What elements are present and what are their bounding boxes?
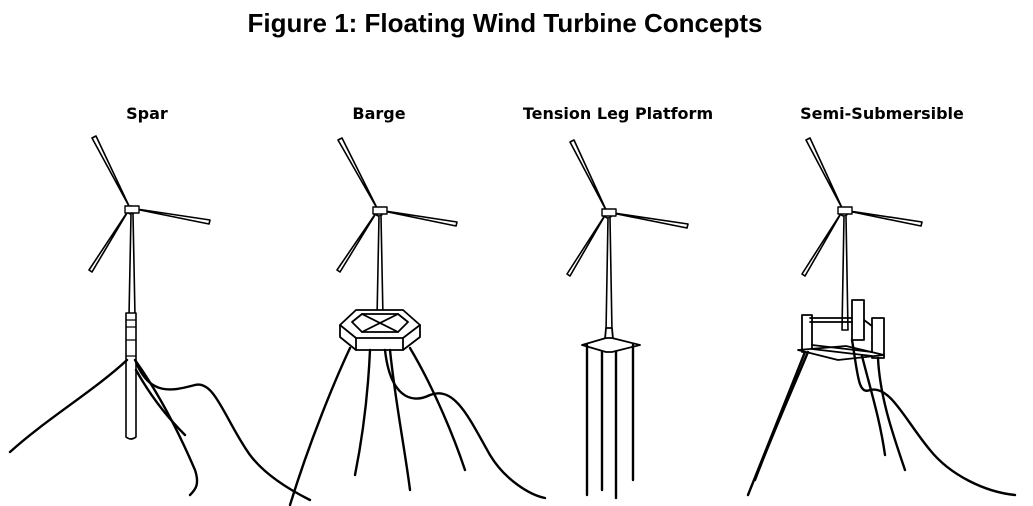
spar-turbine <box>8 135 312 502</box>
label-spar: Spar <box>126 104 168 123</box>
barge-tower <box>376 215 384 319</box>
tlp-nacelle <box>601 208 617 217</box>
semi-platform <box>797 299 885 361</box>
spar-hull <box>125 312 137 440</box>
barge-nacelle <box>372 206 388 215</box>
tlp-turbine <box>566 139 689 500</box>
label-tension-leg-platform: Tension Leg Platform <box>522 104 714 123</box>
spar-nacelle <box>124 205 140 214</box>
semi-submersible-turbine <box>746 137 1017 497</box>
spar-hull-bands <box>125 319 137 357</box>
spar-mooring-lines <box>8 358 312 502</box>
label-barge: Barge <box>352 104 406 123</box>
semi-tower <box>841 215 849 331</box>
tlp-tendons <box>585 343 635 500</box>
barge-platform <box>339 309 421 351</box>
barge-mooring-lines <box>288 346 547 506</box>
semi-mooring-lines <box>746 338 1017 497</box>
label-semi-submersible: Semi-Submersible <box>800 104 964 123</box>
semi-blades <box>801 137 923 277</box>
spar-blades <box>88 135 211 273</box>
tlp-platform <box>581 327 641 353</box>
semi-nacelle <box>837 206 853 215</box>
tlp-blades <box>566 139 689 277</box>
tlp-tower <box>605 217 613 333</box>
barge-turbine <box>288 137 547 506</box>
barge-blades <box>336 137 458 273</box>
spar-tower <box>128 213 136 317</box>
figure-title: Figure 1: Floating Wind Turbine Concepts <box>247 8 763 38</box>
